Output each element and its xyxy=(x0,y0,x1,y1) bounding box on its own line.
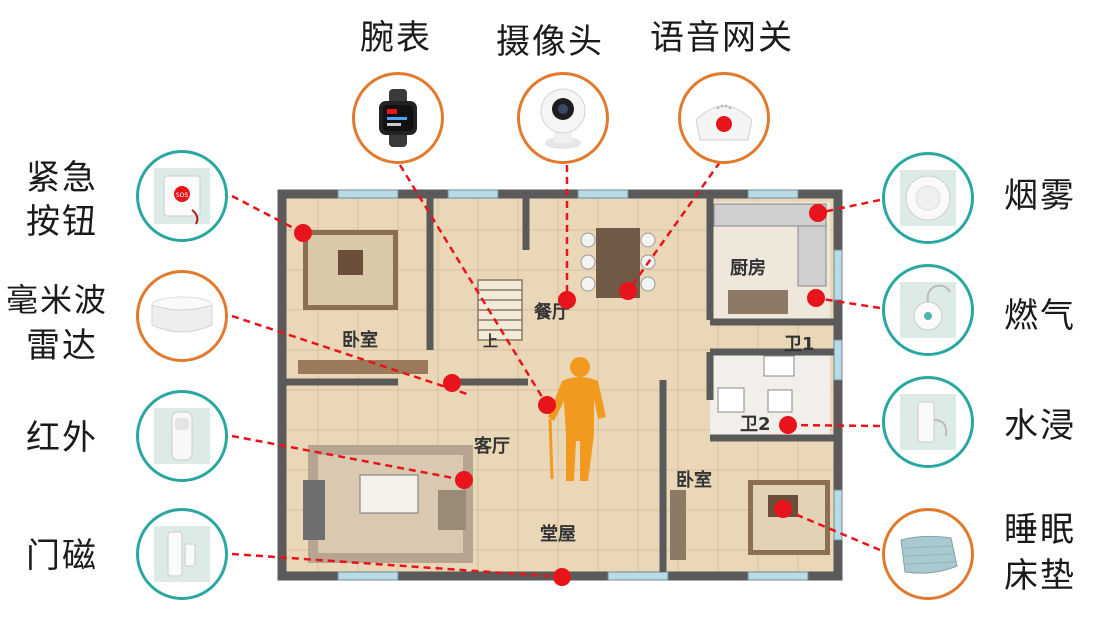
room-label-hall: 堂屋 xyxy=(540,524,576,545)
watch-icon xyxy=(379,89,417,147)
room-label-bath-1: 卫1 xyxy=(784,334,815,355)
label-door: 门磁 xyxy=(26,536,98,576)
sleep-mattress-device[interactable] xyxy=(882,508,974,600)
emergency-button-text: SOS xyxy=(176,192,189,199)
room-label-bath-2: 卫2 xyxy=(740,414,771,435)
room-label-living: 客厅 xyxy=(474,436,510,457)
radar-icon xyxy=(151,296,213,333)
label-watch: 腕表 xyxy=(360,18,432,58)
emergency-button-device[interactable]: SOS xyxy=(136,150,228,242)
floor-plan-drawing xyxy=(277,189,843,581)
smoke-detector-icon xyxy=(900,170,956,226)
marker-watch xyxy=(538,396,556,414)
connector-infrared xyxy=(231,434,465,482)
elderly-person-figure xyxy=(548,357,606,481)
connector-watch xyxy=(398,164,549,406)
radar-device[interactable] xyxy=(136,270,228,362)
marker-gas xyxy=(807,289,825,307)
camera-icon xyxy=(540,88,586,149)
camera-device[interactable] xyxy=(517,72,609,164)
gas-detector-device[interactable] xyxy=(882,264,974,356)
connector-smoke xyxy=(817,198,881,215)
marker-camera xyxy=(558,291,576,309)
room-label-bedroom-top: 卧室 xyxy=(342,330,378,351)
marker-gateway xyxy=(619,282,637,300)
floor-plan: 卧室 餐厅 上 厨房 卫1 卫2 客厅 堂屋 卧室 xyxy=(277,189,843,581)
label-gateway: 语音网关 xyxy=(650,18,794,58)
room-label-dining: 餐厅 xyxy=(534,302,570,323)
sleep-mattress-icon xyxy=(900,535,958,574)
label-gas: 燃气 xyxy=(1004,296,1076,336)
infrared-sensor-icon xyxy=(154,408,210,464)
connector-gateway xyxy=(626,161,722,292)
label-radar-line1: 毫米波 xyxy=(6,281,109,319)
gas-detector-icon xyxy=(900,282,956,338)
label-infrared: 红外 xyxy=(26,418,98,458)
connector-radar xyxy=(231,314,471,397)
marker-infrared xyxy=(455,471,473,489)
marker-mattress xyxy=(774,500,792,518)
label-mattress-line2: 床垫 xyxy=(1004,556,1076,596)
room-label-kitchen: 厨房 xyxy=(730,258,766,279)
voice-gateway-device[interactable] xyxy=(678,72,770,164)
connector-water xyxy=(787,423,881,428)
marker-smoke xyxy=(809,204,827,222)
room-label-bedroom-right: 卧室 xyxy=(676,470,712,491)
label-smoke: 烟雾 xyxy=(1004,176,1076,216)
water-sensor-icon xyxy=(900,394,956,450)
label-radar-line2: 雷达 xyxy=(26,326,98,366)
label-emergency-line2: 按钮 xyxy=(26,202,98,242)
marker-door xyxy=(553,568,571,586)
watch-device[interactable] xyxy=(352,72,444,164)
connector-door xyxy=(231,552,563,579)
connector-mattress xyxy=(782,507,881,552)
smoke-detector-device[interactable] xyxy=(882,152,974,244)
marker-water xyxy=(779,416,797,434)
label-emergency-line1: 紧急 xyxy=(26,158,98,198)
room-label-stairs: 上 xyxy=(483,332,499,350)
label-mattress-line1: 睡眠 xyxy=(1004,510,1076,550)
water-sensor-device[interactable] xyxy=(882,376,974,468)
infrared-device[interactable] xyxy=(136,390,228,482)
voice-gateway-icon xyxy=(695,104,753,141)
connector-gas xyxy=(815,296,881,310)
marker-radar xyxy=(443,374,461,392)
label-camera: 摄像头 xyxy=(496,22,604,62)
door-sensor-device[interactable] xyxy=(136,508,228,600)
door-sensor-icon xyxy=(154,526,210,582)
label-water: 水浸 xyxy=(1004,406,1076,446)
connector-emergency xyxy=(231,194,304,235)
marker-emergency xyxy=(294,224,312,242)
emergency-button-icon: SOS xyxy=(154,168,210,225)
